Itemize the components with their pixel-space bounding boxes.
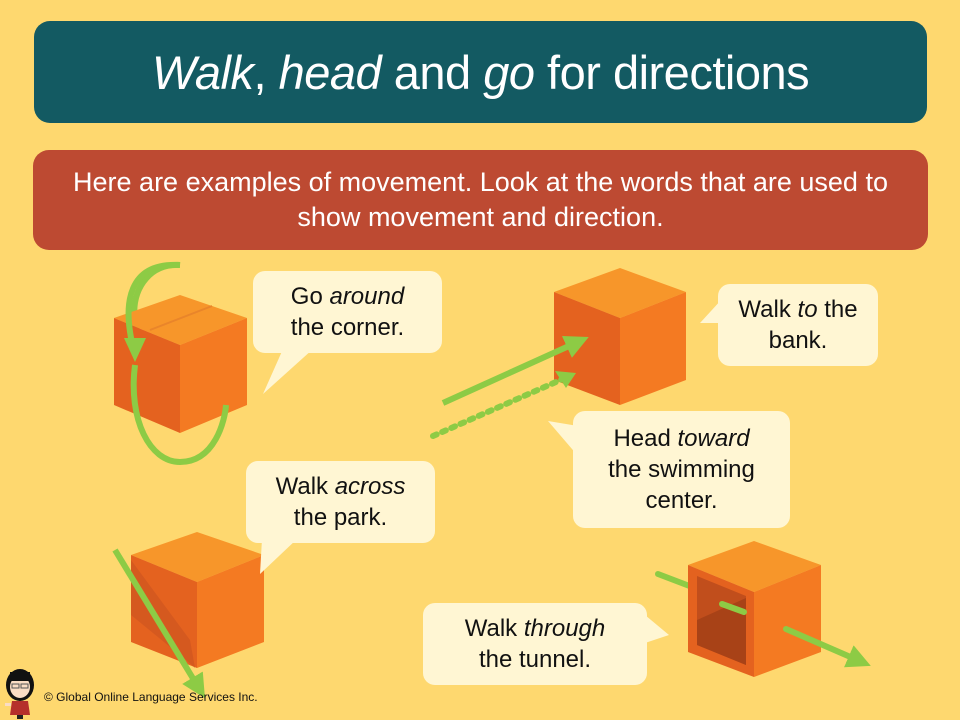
copyright-footer: © Global Online Language Services Inc. — [44, 690, 258, 704]
bubble-tail — [263, 349, 313, 394]
cube-around-icon — [114, 261, 247, 466]
bubble-to: Walk to the bank. — [700, 284, 878, 366]
title-head: head — [278, 45, 382, 99]
bubble-toward: Head toward the swimming center. — [548, 411, 790, 528]
title-go: go — [483, 45, 535, 99]
bubble-across: Walk across the park. — [246, 461, 435, 574]
bubble-tail — [700, 299, 722, 323]
bubble-around: Go around the corner. — [253, 271, 442, 394]
title-walk: Walk — [151, 45, 254, 99]
title-comma: , — [253, 45, 279, 99]
bubble-tail — [548, 421, 578, 456]
intro-text: Here are examples of movement. Look at t… — [73, 167, 888, 232]
bubble-to-text: Walk to the bank. — [738, 296, 858, 354]
bubble-tail — [260, 539, 297, 574]
cube-across-icon — [112, 532, 264, 699]
slide-title: Walk, head and go for directions — [151, 45, 810, 100]
bubble-toward-text: Head toward the swimming center. — [608, 425, 755, 514]
bubble-through: Walk through the tunnel. — [423, 603, 669, 685]
bubble-around-text: Go around the corner. — [290, 283, 405, 341]
mascot-icon — [5, 669, 34, 719]
bubble-tail — [645, 615, 669, 643]
title-rest: for directions — [534, 45, 810, 99]
cube-through-icon — [655, 541, 871, 677]
cube-to-icon — [430, 268, 686, 439]
intro-banner: Here are examples of movement. Look at t… — [33, 150, 928, 250]
title-and: and — [381, 45, 484, 99]
slide-title-bar: Walk, head and go for directions — [34, 21, 927, 123]
bubble-through-text: Walk through the tunnel. — [464, 615, 606, 673]
bubble-across-text: Walk across the park. — [275, 473, 406, 531]
